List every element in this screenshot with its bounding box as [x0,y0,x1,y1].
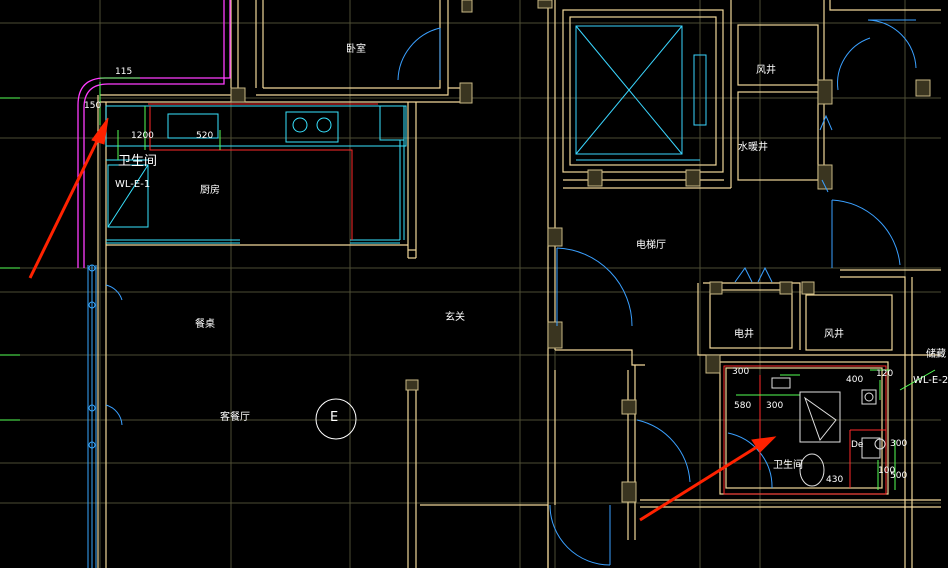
room-label-dining: 餐桌 [195,319,215,330]
room-label-bathroom-left: 卫生间 [118,154,158,169]
room-label-living: 客餐厅 [220,412,250,423]
dim-430: 430 [826,475,844,485]
kitchen-counter [105,105,407,244]
dim-400: 400 [846,375,864,385]
dim-150: 150 [84,101,102,111]
grid-bubble-e [315,398,357,440]
wl-tag-left: WL-E-1 [115,179,151,190]
room-label-shaft-electric: 电井 [734,329,754,340]
room-label-shaft-wind-top: 风井 [756,65,776,76]
room-label-shaft-wind-mid: 风井 [824,329,844,340]
doors [105,19,917,566]
dim-300c: 300 [732,367,750,377]
wl-tag-right: WL-E-2 [913,375,948,386]
dim-120: 120 [876,369,894,379]
dim-520: 520 [196,131,214,141]
dim-500: 500 [890,471,908,481]
room-label-bedroom: 卧室 [346,44,366,55]
dim-580: 580 [734,401,752,411]
room-label-shaft-water: 水暖井 [738,142,768,153]
dim-100: 100 [878,466,896,476]
room-label-entrance: 玄关 [445,312,465,323]
bathroom-fixtures [771,377,886,487]
dim-1200: 1200 [131,131,154,141]
dim-115: 115 [115,67,133,77]
room-label-kitchen: 厨房 [200,185,220,196]
dim-300b: 300 [890,439,908,449]
pillars [230,0,931,503]
dim-de: De [851,440,864,450]
grid-bubble-e-label: E [330,410,339,425]
annotation-arrows [28,117,777,522]
left-edge-marks [0,97,20,421]
dim-300a: 300 [766,401,784,411]
room-label-partial-right: 储藏 [926,349,946,360]
room-label-elevator-hall: 电梯厅 [636,240,666,251]
elevator-shaft [575,25,707,161]
room-label-bathroom-right: 卫生间 [773,460,803,471]
pipes [148,103,887,495]
left-window [87,264,97,568]
dimension-lines [99,77,936,490]
